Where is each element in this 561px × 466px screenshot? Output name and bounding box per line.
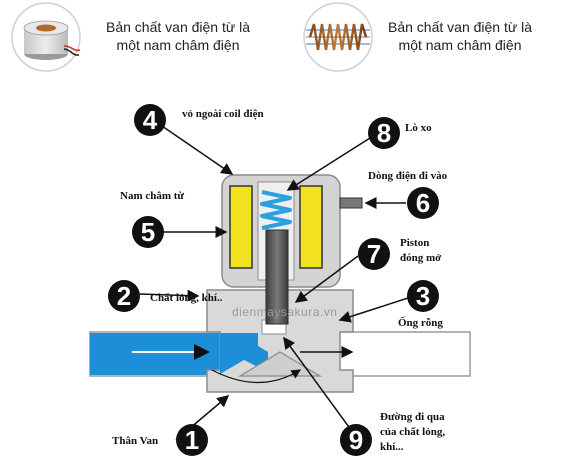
callout-6: 6 Dòng điện đi vào [368,170,448,219]
callout-9-label-line2: của chất lỏng, [380,426,445,438]
callout-5-label: Nam châm từ [120,190,184,202]
callout-8-label: Lò xo [405,122,432,134]
callout-4-label: vỏ ngoài coil điện [182,108,264,120]
callout-2-label: Chất lỏng, khí.. [150,292,223,304]
magnet-left [229,185,253,269]
callout-7-label-line1: Piston [400,237,429,249]
coil-thumbnail-icon [303,2,373,72]
callout-7-number: 7 [367,239,381,269]
callout-4: 4 vỏ ngoài coil điện [134,104,264,136]
magnet-right [299,185,323,269]
callout-6-label: Dòng điện đi vào [368,170,448,182]
callout-1-number: 1 [185,425,199,455]
callout-2-number: 2 [117,281,131,311]
callout-1: 1 Thân Van [112,424,208,456]
callout-4-number: 4 [143,105,158,135]
callout-9: 9 Đường đi qua của chất lỏng, khí... [340,411,445,456]
right-caption-line1: Bản chất van điện từ là [388,19,533,35]
callout-7-label-line2: đóng mở [400,252,442,264]
spring [260,190,292,230]
left-caption: Bản chất van điện từ là một nam châm điệ… [106,18,250,54]
callout-7: 7 Piston đóng mở [358,237,442,270]
left-caption-line2: một nam châm điện [116,37,240,53]
callout-9-label-line3: khí... [380,441,404,453]
right-caption-line2: một nam châm điện [398,37,522,53]
callout-8-number: 8 [377,118,391,148]
callout-9-label-line1: Đường đi qua [380,411,445,423]
callout-1-label: Thân Van [112,435,158,447]
left-caption-line1: Bản chất van điện từ là [106,19,251,35]
callout-5-number: 5 [141,217,155,247]
callout-6-number: 6 [416,188,430,218]
power-cable [339,197,363,209]
callout-5: 5 Nam châm từ [120,190,184,248]
magnet-thumbnail-icon [11,2,81,72]
right-caption: Bản chất van điện từ là một nam châm điệ… [388,18,532,54]
callout-3-number: 3 [416,281,430,311]
callout-9-number: 9 [349,425,363,455]
callout-2: 2 Chất lỏng, khí.. [108,280,223,312]
watermark: dienmaysakura.vn [232,305,337,319]
flow-arrow-under [211,369,302,384]
callout-8: 8 Lò xo [368,117,432,149]
callout-3: 3 Ống rỗng [398,280,443,329]
piston [265,229,289,325]
callout-3-label: Ống rỗng [398,316,443,329]
